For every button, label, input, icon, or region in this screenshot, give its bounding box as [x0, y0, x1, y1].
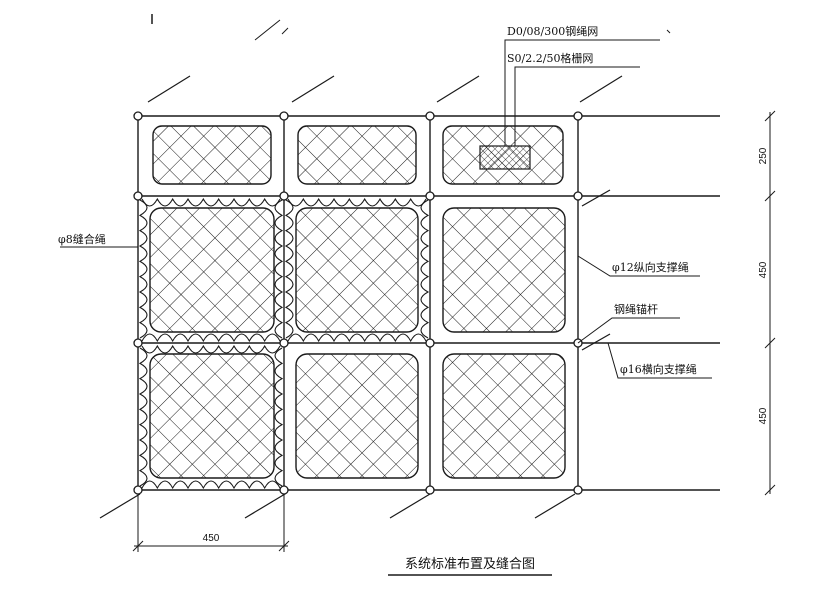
label-anchor-bolt: 钢绳锚杆 — [614, 302, 658, 316]
anchor-node — [133, 485, 143, 495]
stitch-rope — [274, 347, 284, 487]
net-panel — [152, 125, 272, 185]
stitch-rope — [420, 199, 430, 339]
net-panel — [442, 207, 566, 333]
scan-mark — [254, 19, 281, 41]
dim-row3: 450 — [758, 407, 769, 424]
anchor-node — [133, 191, 143, 201]
stitch-rope — [141, 344, 281, 354]
net-panels — [149, 125, 566, 479]
scan-mark — [666, 29, 671, 34]
stitch-rope — [141, 197, 281, 207]
leader-lines — [60, 39, 712, 379]
stitch-rope — [138, 347, 148, 487]
stitch-rope — [274, 199, 284, 339]
anchor-node — [425, 338, 435, 348]
anchor-node — [425, 485, 435, 495]
net-panel — [149, 353, 275, 479]
label-longitudinal-rope: φ12纵向支撑绳 — [612, 260, 689, 274]
net-panel — [295, 207, 419, 333]
net-panel — [442, 353, 566, 479]
anchor-node — [425, 191, 435, 201]
anchor-node — [573, 191, 583, 201]
label-stitch-rope: φ8缝合绳 — [58, 232, 106, 246]
anchor-node — [279, 338, 289, 348]
top-anchor-hatches — [147, 75, 623, 103]
dim-column: 450 — [203, 533, 220, 544]
stitch-rope — [141, 480, 281, 490]
stitch-rope — [287, 197, 427, 207]
label-grid-net: S0/2.2/50格栅网 — [507, 51, 593, 65]
anchor-node — [279, 111, 289, 121]
net-panel — [297, 125, 417, 185]
label-transverse-rope: φ16横向支撑绳 — [620, 362, 697, 376]
net-panel — [295, 353, 419, 479]
bottom-anchor-hatches — [99, 493, 576, 519]
vertical-dimension-chain — [764, 110, 776, 496]
anchor-node — [573, 485, 583, 495]
label-wire-rope-net: D0/08/300钢绳网 — [507, 24, 598, 38]
dim-row2: 450 — [758, 261, 769, 278]
anchor-node — [573, 111, 583, 121]
drawing-caption: 系统标准布置及缝合图 — [405, 557, 535, 572]
stitch-rope — [138, 199, 148, 339]
stitch-rope — [141, 333, 281, 343]
anchor-node — [133, 338, 143, 348]
anchor-node — [133, 111, 143, 121]
horizontal-dimension — [132, 494, 290, 552]
stitch-rope — [287, 333, 427, 343]
grid-net-sample — [479, 145, 531, 170]
anchor-nodes — [133, 111, 583, 495]
net-panel — [149, 207, 275, 333]
anchor-node — [279, 485, 289, 495]
anchor-node — [425, 111, 435, 121]
side-anchor-hatches — [581, 189, 611, 351]
dim-row1: 250 — [758, 147, 769, 164]
anchor-node — [279, 191, 289, 201]
stitch-rope — [284, 199, 294, 339]
scan-mark — [281, 27, 289, 35]
stitch-ropes — [138, 197, 430, 490]
